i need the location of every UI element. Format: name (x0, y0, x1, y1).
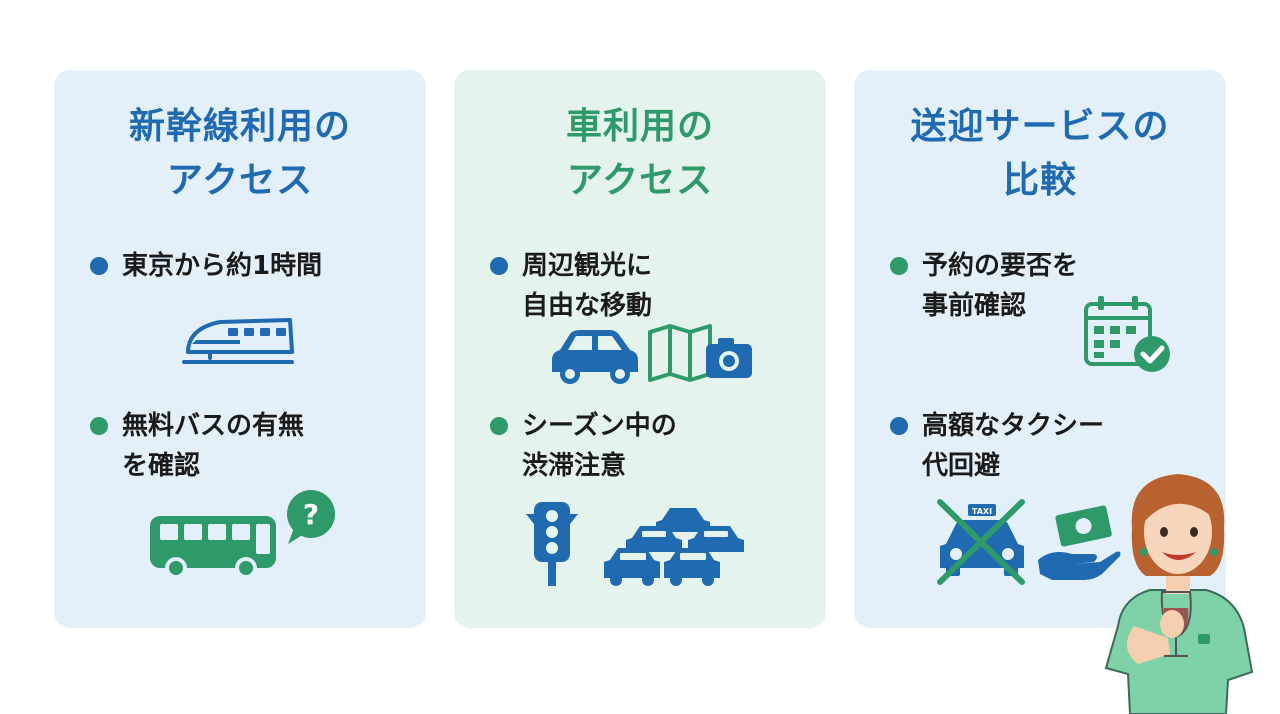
card-title-line2: アクセス (166, 160, 314, 201)
bullet-item: 東京から約1時間 (90, 246, 322, 286)
bullet-text: 予約の要否を (922, 251, 1079, 281)
card-title: 新幹線利用の アクセス (54, 100, 426, 208)
calendar-check-icon (1084, 296, 1170, 372)
bullet-item: 高額なタクシー 代回避 (890, 406, 1104, 486)
woman-holding-wine-illustration (1104, 474, 1254, 714)
taxi-sign-text: TAXI (972, 507, 992, 516)
bullet-dot (490, 417, 508, 435)
bullet-text: 自由な移動 (522, 291, 653, 321)
bullet-text: 高額なタクシー (922, 411, 1105, 441)
bullet-text: を確認 (122, 451, 201, 481)
bullet-dot (90, 257, 108, 275)
card-shinkansen-access: 新幹線利用の アクセス 東京から約1時間 無料バスの有無 を確認 (54, 70, 426, 628)
card-car-access: 車利用の アクセス 周辺観光に 自由な移動 (454, 70, 826, 628)
car-map-camera-icon (552, 324, 752, 384)
bullet-dot (890, 257, 908, 275)
card-title-line2: 比較 (1002, 160, 1077, 201)
crossed-taxi-money-icon: TAXI (937, 499, 1121, 585)
card-title: 車利用の アクセス (454, 100, 826, 208)
traffic-jam-icon (526, 502, 744, 586)
bullet-item: シーズン中の 渋滞注意 (490, 406, 677, 486)
card-title-line1: 車利用の (565, 106, 714, 147)
bullet-item: 周辺観光に 自由な移動 (490, 246, 652, 326)
bullet-item: 無料バスの有無 を確認 (90, 406, 304, 486)
bullet-text: 事前確認 (922, 291, 1027, 321)
bullet-text: シーズン中の (522, 411, 677, 441)
card-title-line2: アクセス (566, 160, 714, 201)
card-title-line1: 送迎サービスの (910, 106, 1170, 147)
bullet-dot (890, 417, 908, 435)
bullet-text: 渋滞注意 (522, 451, 627, 481)
bullet-text: 無料バスの有無 (122, 411, 305, 441)
bullet-train-icon (182, 318, 294, 364)
bullet-dot (490, 257, 508, 275)
bullet-text: 周辺観光に (522, 251, 653, 281)
bullet-item: 予約の要否を 事前確認 (890, 246, 1078, 326)
bullet-text: 代回避 (922, 451, 1001, 481)
svg-text:?: ? (303, 498, 319, 531)
bus-question-icon: ? (150, 490, 335, 579)
bullet-text: 東京から約1時間 (122, 251, 323, 281)
card-title-line1: 新幹線利用の (128, 106, 351, 147)
card-title: 送迎サービスの 比較 (854, 100, 1226, 208)
bullet-dot (90, 417, 108, 435)
